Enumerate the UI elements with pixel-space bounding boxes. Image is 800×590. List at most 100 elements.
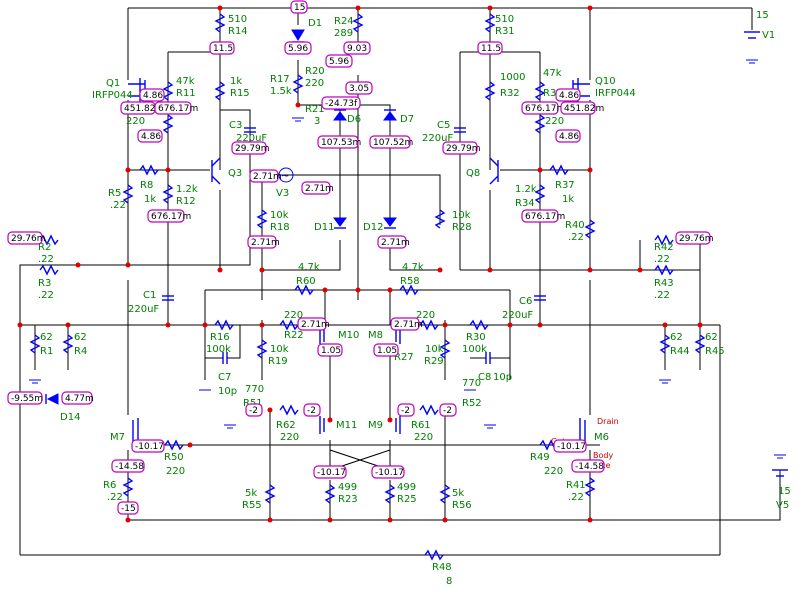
r25-value: 499 xyxy=(397,482,416,493)
probe-flag: 451.82m xyxy=(564,104,604,114)
r60-name: R60 xyxy=(296,276,316,287)
r33-name: R33 xyxy=(543,88,563,99)
probe-flag: -10.17 xyxy=(317,468,346,478)
r37-name: R37 xyxy=(555,180,575,191)
probe-flag: 11.5 xyxy=(213,44,233,54)
r13-value: 770 xyxy=(245,384,264,395)
d12-name: D12 xyxy=(363,222,383,233)
r50-value: 220 xyxy=(166,466,185,477)
c1-value: 220uF xyxy=(128,304,159,315)
r19-name: R19 xyxy=(268,356,288,367)
probe-flag: -2 xyxy=(249,406,258,416)
r32-value: 1000 xyxy=(500,72,525,83)
m8-name: M8 xyxy=(368,330,383,341)
probe-flag: 3.05 xyxy=(349,84,369,94)
probe-flag: -2 xyxy=(401,406,410,416)
r11-value: 47k xyxy=(176,76,195,87)
resistors xyxy=(29,13,706,561)
r21-name: R21 xyxy=(305,104,325,115)
probe-flag: 676.17m xyxy=(525,104,565,114)
r55-name: R55 xyxy=(242,500,262,511)
r17-value: 1.5k xyxy=(270,86,292,97)
r48-value: 8 xyxy=(446,576,452,587)
q10-name: Q10 xyxy=(595,76,616,87)
transistors xyxy=(128,78,590,448)
c1-name: C1 xyxy=(143,290,156,301)
r17-name: R17 xyxy=(270,74,290,85)
m6-name: M6 xyxy=(594,432,609,443)
d7-name: D7 xyxy=(400,114,414,125)
v3-name: V3 xyxy=(276,188,289,199)
r44-name: R44 xyxy=(670,346,690,357)
r33-value: 47k xyxy=(543,68,562,79)
r16-value: 100k xyxy=(206,344,231,355)
probe-flag: -2 xyxy=(443,406,452,416)
r52-name: R52 xyxy=(462,398,482,409)
r16-name: R16 xyxy=(210,332,230,343)
r28-name: R28 xyxy=(452,222,472,233)
r23-value: 499 xyxy=(338,482,357,493)
r8-value: 1k xyxy=(144,194,156,205)
probe-flag: 4.86 xyxy=(559,132,579,142)
probe-flag: 2.71m xyxy=(381,238,410,248)
r43-value: .22 xyxy=(654,290,670,301)
r42-name: R42 xyxy=(654,242,674,253)
c5-value: 220uF xyxy=(422,133,453,144)
probe-flag: 4.86 xyxy=(143,91,163,101)
r23-name: R23 xyxy=(338,494,358,505)
probe-flag: 9.03 xyxy=(347,44,367,54)
r4-value: 62 xyxy=(74,332,87,343)
probe-flag: 676.17m xyxy=(158,104,198,114)
m9-name: M9 xyxy=(368,420,383,431)
r60-value: 4.7k xyxy=(298,262,320,273)
r34-name: R34 xyxy=(515,198,535,209)
v1-name: V1 xyxy=(762,30,775,41)
r25-name: R25 xyxy=(397,494,417,505)
r49-name: R49 xyxy=(530,452,550,463)
probe-flag: 29.76m xyxy=(679,234,714,244)
r22-name: R22 xyxy=(284,330,304,341)
probe-flag: 15 xyxy=(294,3,305,13)
v1-value: 15 xyxy=(756,10,769,21)
r27-name: R27 xyxy=(394,352,414,363)
probe-flag: 2.71m xyxy=(301,320,330,330)
q3-name: Q3 xyxy=(228,168,242,179)
r50-name: R50 xyxy=(164,452,184,463)
probe-flag: -10.17 xyxy=(375,468,404,478)
r24-value: 289 xyxy=(334,28,353,39)
r24-name: R24 xyxy=(334,16,354,27)
probe-flag: 2.71m xyxy=(253,172,282,182)
r20-name: R20 xyxy=(305,66,325,77)
r9-value: 220 xyxy=(126,116,145,127)
r2-value: .22 xyxy=(38,254,54,265)
r29-value: 10k xyxy=(425,344,444,355)
r15-value: 1k xyxy=(230,76,242,87)
q10-model: IRFP044 xyxy=(595,88,636,99)
r1-name: R1 xyxy=(40,346,53,357)
r4-name: R4 xyxy=(74,346,87,357)
probe-flag: 2.71m xyxy=(394,320,423,330)
r55-value: 5k xyxy=(245,488,257,499)
probe-flag: 5.96 xyxy=(288,44,308,54)
probe-flag: 107.53m xyxy=(321,138,361,148)
probe-flags: 15 5.96 9.03 11.5 11.5 5.96 3.05 -24.73f… xyxy=(7,0,714,515)
r37-value: 1k xyxy=(562,194,574,205)
r22-value: 220 xyxy=(284,310,303,321)
body-pin-label: Body xyxy=(593,451,613,460)
r62-name: R62 xyxy=(276,420,296,431)
junction-dots xyxy=(17,5,703,523)
r20-value: 220 xyxy=(305,78,324,89)
r61-value: 220 xyxy=(414,432,433,443)
c6-name: C6 xyxy=(519,296,532,307)
r56-name: R56 xyxy=(452,500,472,511)
c6-value: 220uF xyxy=(502,310,533,321)
r15-name: R15 xyxy=(230,88,250,99)
r31-name: R31 xyxy=(495,26,515,37)
v5-name: V5 xyxy=(776,500,789,511)
probe-flag: 29.76m xyxy=(11,234,46,244)
component-labels: 510 R14 R24 289 510 R31 15 V1 D1 Q1 IRFP… xyxy=(38,10,791,587)
r28-value: 10k xyxy=(452,210,471,221)
r2-name: R2 xyxy=(38,242,51,253)
r18-name: R18 xyxy=(270,222,290,233)
